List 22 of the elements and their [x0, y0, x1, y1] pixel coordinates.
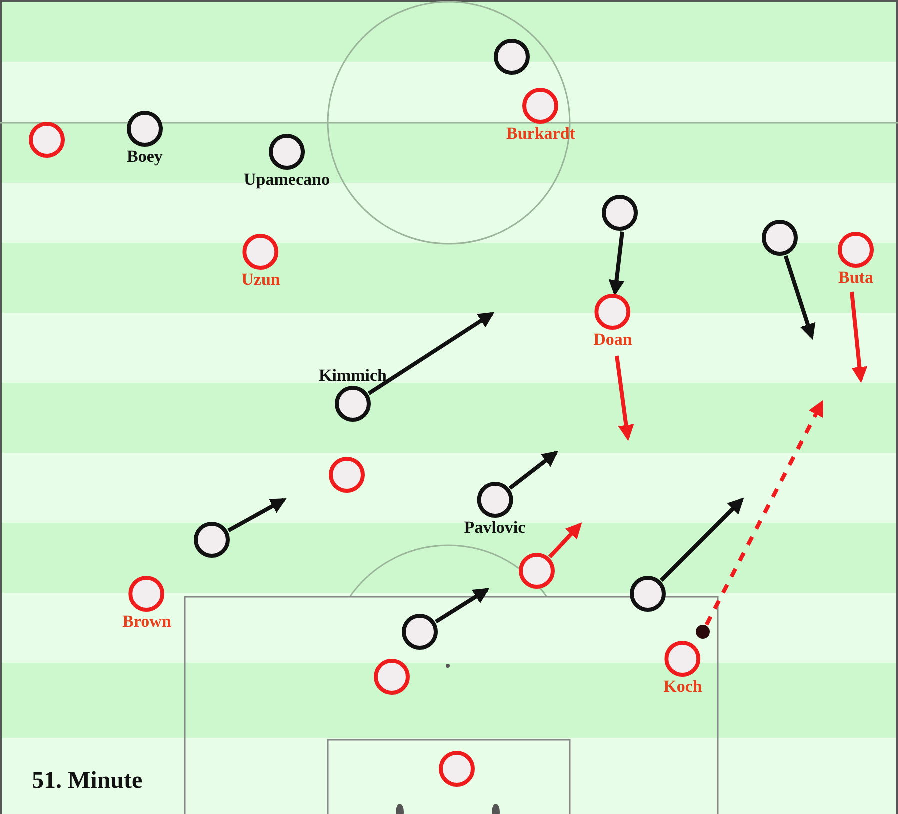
movement-arrow	[704, 400, 824, 626]
player-name: Burkardt	[506, 124, 576, 144]
movement-arrow	[615, 356, 634, 442]
movement-arrow	[228, 498, 287, 533]
movement-arrow	[608, 232, 625, 296]
player-name: Kimmich	[319, 366, 387, 386]
player-name: Boey	[127, 147, 163, 167]
match-minute: 51. Minute	[32, 768, 143, 795]
player-name: Doan	[594, 330, 632, 350]
movement-arrow	[850, 292, 868, 384]
player-name: Uzun	[242, 270, 280, 290]
player-name: Koch	[664, 677, 702, 697]
movement-arrow	[508, 451, 559, 490]
movement-arrow	[548, 522, 582, 558]
movement-arrow	[660, 498, 744, 582]
player-name: Upamecano	[244, 170, 330, 190]
movement-arrow	[784, 255, 816, 340]
movement-arrow	[435, 588, 490, 624]
player-name: Pavlovic	[464, 518, 526, 538]
movement-arrow	[368, 312, 495, 396]
player-name: Buta	[838, 268, 874, 288]
player-name: Brown	[122, 612, 172, 632]
